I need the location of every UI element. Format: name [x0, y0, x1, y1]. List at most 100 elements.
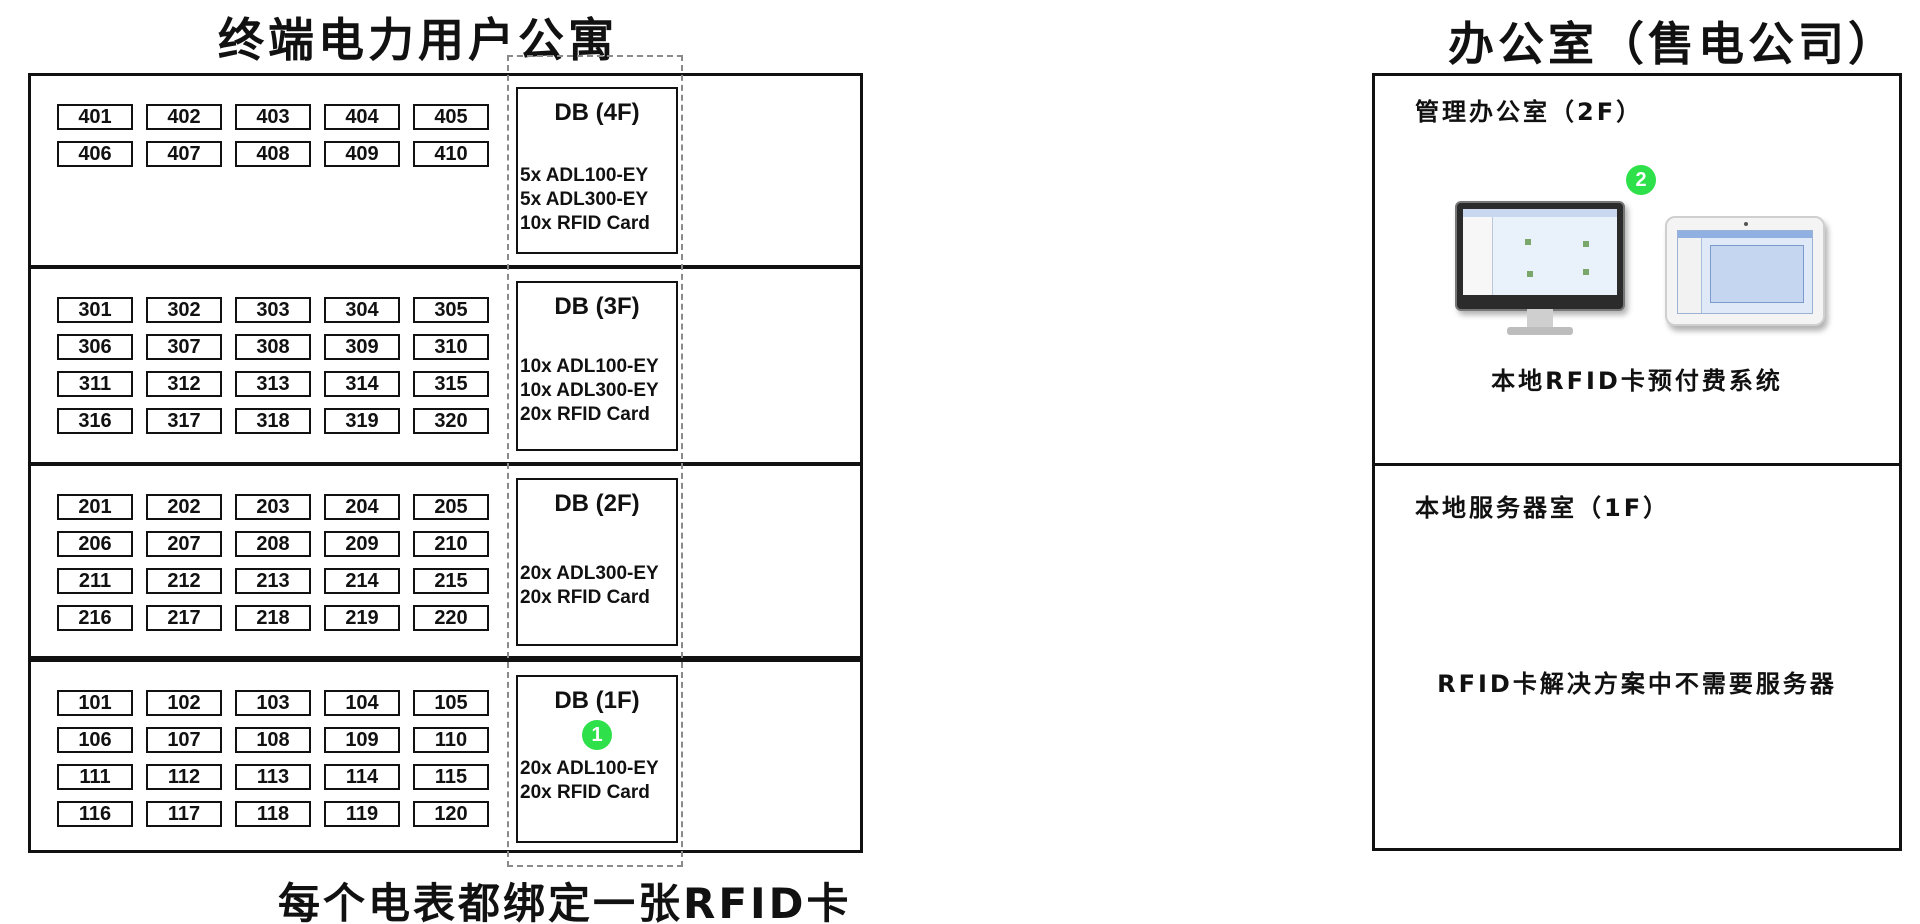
- db-title: DB (1F): [554, 687, 640, 714]
- db-title: DB (2F): [554, 490, 640, 517]
- room-box: 318: [235, 408, 311, 434]
- room-grid-2f: 201 202 203 204 205 206 207 208 209 210 …: [57, 494, 489, 631]
- floor-1f-panel: 101 102 103 104 105 106 107 108 109 110 …: [28, 659, 863, 853]
- room-box: 305: [413, 297, 489, 323]
- room-box: 114: [324, 764, 400, 790]
- room-grid-3f: 301 302 303 304 305 306 307 308 309 310 …: [57, 297, 489, 434]
- room-box: 301: [57, 297, 133, 323]
- distribution-box-1f: DB (1F) 20x ADL100-EY 20x RFID Card: [516, 675, 678, 843]
- footer-caption: 每个电表都绑定一张RFID卡: [278, 879, 852, 924]
- db-line: 10x ADL100-EY: [520, 356, 659, 377]
- room-box: 217: [146, 605, 222, 631]
- room-box: 205: [413, 494, 489, 520]
- room-box: 404: [324, 104, 400, 130]
- distribution-box-2f: DB (2F) 20x ADL300-EY 20x RFID Card: [516, 478, 678, 646]
- management-office-label: 管理办公室（2F）: [1415, 98, 1644, 126]
- room-box: 315: [413, 371, 489, 397]
- room-box: 409: [324, 141, 400, 167]
- room-box: 120: [413, 801, 489, 827]
- room-box: 307: [146, 334, 222, 360]
- room-box: 313: [235, 371, 311, 397]
- room-box: 105: [413, 690, 489, 716]
- room-box: 208: [235, 531, 311, 557]
- room-box: 215: [413, 568, 489, 594]
- room-box: 110: [413, 727, 489, 753]
- db-line: 5x ADL300-EY: [520, 189, 649, 210]
- room-box: 405: [413, 104, 489, 130]
- room-box: 210: [413, 531, 489, 557]
- room-box: 204: [324, 494, 400, 520]
- db-line: 5x ADL100-EY: [520, 165, 649, 186]
- room-box: 216: [57, 605, 133, 631]
- room-box: 304: [324, 297, 400, 323]
- management-office-panel: 管理办公室（2F） 2 本地RFID卡预付费系统: [1372, 73, 1902, 466]
- room-box: 311: [57, 371, 133, 397]
- room-box: 219: [324, 605, 400, 631]
- room-box: 314: [324, 371, 400, 397]
- db-line: 10x ADL300-EY: [520, 380, 659, 401]
- room-box: 117: [146, 801, 222, 827]
- server-room-panel: 本地服务器室（1F） RFID卡解决方案中不需要服务器: [1372, 463, 1902, 851]
- room-box: 302: [146, 297, 222, 323]
- room-box: 118: [235, 801, 311, 827]
- room-box: 213: [235, 568, 311, 594]
- office-section-title: 办公室（售电公司）: [1448, 17, 1898, 71]
- room-box: 112: [146, 764, 222, 790]
- room-box: 212: [146, 568, 222, 594]
- room-box: 312: [146, 371, 222, 397]
- room-grid-1f: 101 102 103 104 105 106 107 108 109 110 …: [57, 690, 489, 827]
- room-box: 220: [413, 605, 489, 631]
- room-box: 401: [57, 104, 133, 130]
- room-box: 309: [324, 334, 400, 360]
- room-box: 406: [57, 141, 133, 167]
- room-box: 116: [57, 801, 133, 827]
- room-box: 104: [324, 690, 400, 716]
- room-box: 308: [235, 334, 311, 360]
- room-box: 202: [146, 494, 222, 520]
- room-box: 119: [324, 801, 400, 827]
- db-contents: 5x ADL100-EY 5x ADL300-EY 10x RFID Card: [520, 164, 676, 236]
- room-box: 319: [324, 408, 400, 434]
- room-box: 310: [413, 334, 489, 360]
- room-box: 403: [235, 104, 311, 130]
- room-box: 106: [57, 727, 133, 753]
- room-box: 115: [413, 764, 489, 790]
- prepaid-system-caption: 本地RFID卡预付费系统: [1491, 367, 1783, 395]
- db-title: DB (3F): [554, 293, 640, 320]
- room-box: 211: [57, 568, 133, 594]
- room-box: 408: [235, 141, 311, 167]
- room-box: 209: [324, 531, 400, 557]
- room-box: 203: [235, 494, 311, 520]
- room-box: 407: [146, 141, 222, 167]
- server-room-label: 本地服务器室（1F）: [1415, 494, 1671, 522]
- db-line: 20x ADL100-EY: [520, 758, 659, 779]
- room-box: 410: [413, 141, 489, 167]
- room-box: 101: [57, 690, 133, 716]
- room-grid-4f: 401 402 403 404 405 406 407 408 409 410: [57, 104, 489, 167]
- db-line: 20x RFID Card: [520, 782, 650, 803]
- db-contents: 10x ADL100-EY 10x ADL300-EY 20x RFID Car…: [520, 355, 676, 427]
- room-box: 113: [235, 764, 311, 790]
- step-2-badge: 2: [1626, 165, 1656, 195]
- room-box: 111: [57, 764, 133, 790]
- room-box: 103: [235, 690, 311, 716]
- room-box: 206: [57, 531, 133, 557]
- room-box: 317: [146, 408, 222, 434]
- db-line: 10x RFID Card: [520, 213, 650, 234]
- step-1-badge: 1: [582, 720, 612, 750]
- distribution-box-3f: DB (3F) 10x ADL100-EY 10x ADL300-EY 20x …: [516, 281, 678, 451]
- no-server-caption: RFID卡解决方案中不需要服务器: [1437, 670, 1837, 698]
- room-box: 108: [235, 727, 311, 753]
- tablet-icon: [1665, 216, 1825, 326]
- floor-2f-panel: 201 202 203 204 205 206 207 208 209 210 …: [28, 463, 863, 659]
- room-box: 306: [57, 334, 133, 360]
- floor-4f-panel: 401 402 403 404 405 406 407 408 409 410 …: [28, 73, 863, 268]
- db-line: 20x ADL300-EY: [520, 563, 659, 584]
- room-box: 214: [324, 568, 400, 594]
- room-box: 207: [146, 531, 222, 557]
- room-box: 201: [57, 494, 133, 520]
- db-title: DB (4F): [554, 99, 640, 126]
- room-box: 102: [146, 690, 222, 716]
- room-box: 107: [146, 727, 222, 753]
- floor-3f-panel: 301 302 303 304 305 306 307 308 309 310 …: [28, 266, 863, 465]
